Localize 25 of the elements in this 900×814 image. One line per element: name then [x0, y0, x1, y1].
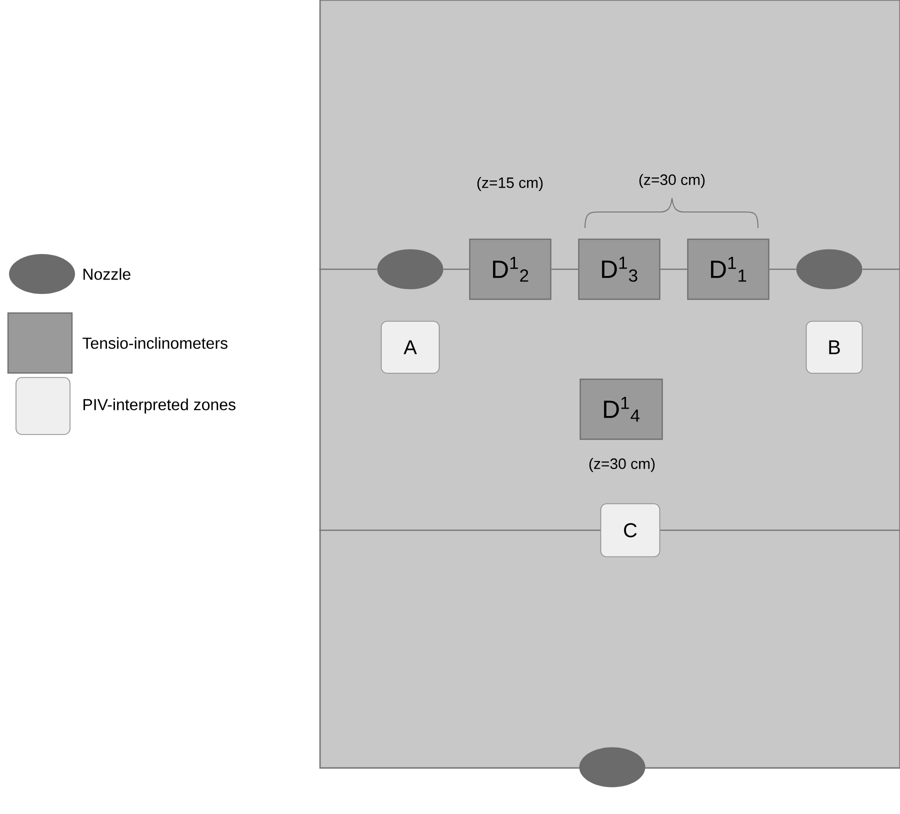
connector-line [660, 530, 900, 531]
connector-line [862, 268, 900, 270]
connector-line [551, 268, 578, 270]
depth-label: (z=30 cm) [639, 174, 705, 188]
legend-text: PIV-interpreted zones [84, 398, 236, 414]
zone-box: C [600, 503, 660, 558]
sensor-box: D$^{1}$3 [578, 238, 660, 300]
connector-line [319, 530, 600, 531]
legend-text: Nozzle [84, 268, 130, 280]
sensor-box: D$^{1}$2 [469, 238, 552, 300]
tank-panel [319, 0, 900, 769]
nozzle-ellipse [377, 249, 444, 290]
connector-line [769, 268, 796, 270]
zone-box: B [806, 320, 863, 374]
legend-text: Tensio-inclinometers [82, 337, 228, 349]
connector-line [319, 268, 378, 270]
sensor-box: D$^{1}$1 [687, 238, 770, 300]
nozzle-ellipse [579, 747, 646, 788]
connector-line [660, 268, 688, 270]
depth-label: (z=15 cm) [477, 177, 543, 191]
connector-line [443, 268, 470, 270]
nozzle-ellipse [796, 249, 862, 290]
zone-box: A [380, 320, 440, 374]
depth-label: (z=30 cm) [589, 458, 655, 472]
sensor-box: D$^{1}$4 [580, 378, 663, 440]
